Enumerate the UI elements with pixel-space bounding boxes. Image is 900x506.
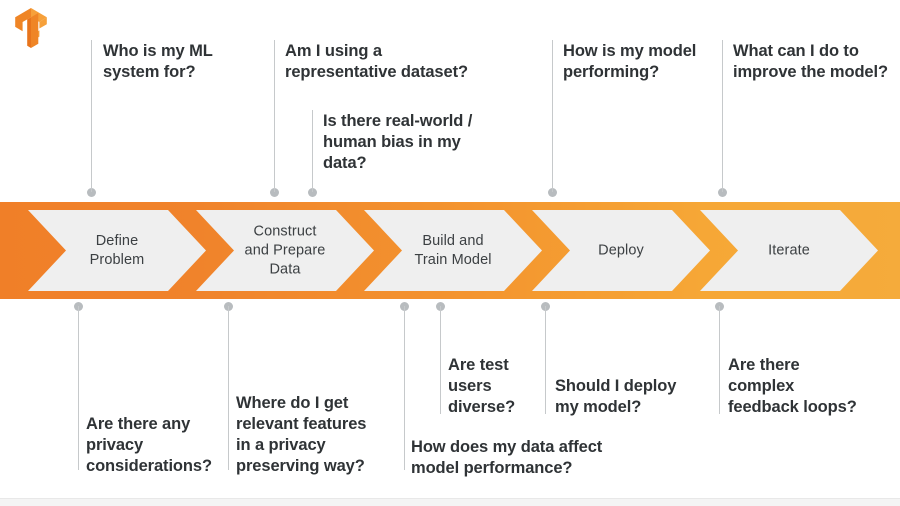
pipeline-stage-build-and-train-model[interactable]: Build and Train Model — [364, 210, 542, 291]
pipeline-stage-iterate[interactable]: Iterate — [700, 210, 878, 291]
connector-line-above-5 — [722, 40, 723, 192]
connector-line-above-2 — [274, 40, 275, 192]
question-below-are-there-complex-feedback-loops: Are there complex feedback loops? — [728, 356, 857, 416]
question-below-where-do-i-get-relevant-features: Where do I get relevant features in a pr… — [236, 394, 367, 475]
connector-line-below-5 — [545, 306, 546, 414]
pipeline-stage-label-build-and-train-model: Build and Train Model — [414, 232, 492, 268]
connector-line-below-2 — [228, 306, 229, 470]
connector-line-above-1 — [91, 40, 92, 192]
question-above-how-is-my-model-performing: How is my model performing? — [563, 42, 697, 81]
question-below-are-test-users-diverse: Are test users diverse? — [448, 356, 516, 416]
connector-dot-above-5 — [718, 188, 727, 197]
pipeline-stage-define-problem[interactable]: Define Problem — [28, 210, 206, 291]
connector-line-below-4 — [440, 306, 441, 414]
ml-workflow-pipeline: Define Problem Construct and Prepare Dat… — [0, 202, 900, 299]
connector-line-above-4 — [552, 40, 553, 192]
connector-line-below-6 — [719, 306, 720, 414]
question-below-are-there-any-privacy-considerations: Are there any privacy considerations? — [86, 415, 212, 475]
connector-line-below-1 — [78, 306, 79, 470]
connector-dot-above-2 — [270, 188, 279, 197]
connector-line-above-3 — [312, 110, 313, 192]
question-above-who-is-my-ml-system-for: Who is my ML system for? — [103, 42, 213, 81]
pipeline-chevrons: Define Problem Construct and Prepare Dat… — [0, 202, 900, 299]
connector-dot-above-1 — [87, 188, 96, 197]
question-above-is-there-real-world-human-bias: Is there real-world / human bias in my d… — [323, 112, 473, 172]
question-above-what-can-i-do-to-improve-the-model: What can I do to improve the model? — [733, 42, 888, 81]
pipeline-stage-label-deploy: Deploy — [598, 242, 644, 258]
pipeline-stage-label-iterate: Iterate — [768, 242, 810, 258]
connector-line-below-3 — [404, 306, 405, 470]
pipeline-stage-label-define-problem: Define Problem — [89, 232, 145, 268]
pipeline-stage-label-construct-and-prepare-data: Construct and Prepare Data — [244, 223, 326, 277]
question-above-am-i-using-a-representative-dataset: Am I using a representative dataset? — [285, 42, 468, 81]
question-below-should-i-deploy-my-model: Should I deploy my model? — [555, 377, 677, 416]
question-below-how-does-my-data-affect-model-performance: How does my data affect model performanc… — [411, 438, 603, 477]
pipeline-stage-construct-and-prepare-data[interactable]: Construct and Prepare Data — [196, 210, 374, 291]
pipeline-stage-deploy[interactable]: Deploy — [532, 210, 710, 291]
tensorflow-logo — [14, 8, 48, 48]
connector-dot-above-3 — [308, 188, 317, 197]
connector-dot-above-4 — [548, 188, 557, 197]
